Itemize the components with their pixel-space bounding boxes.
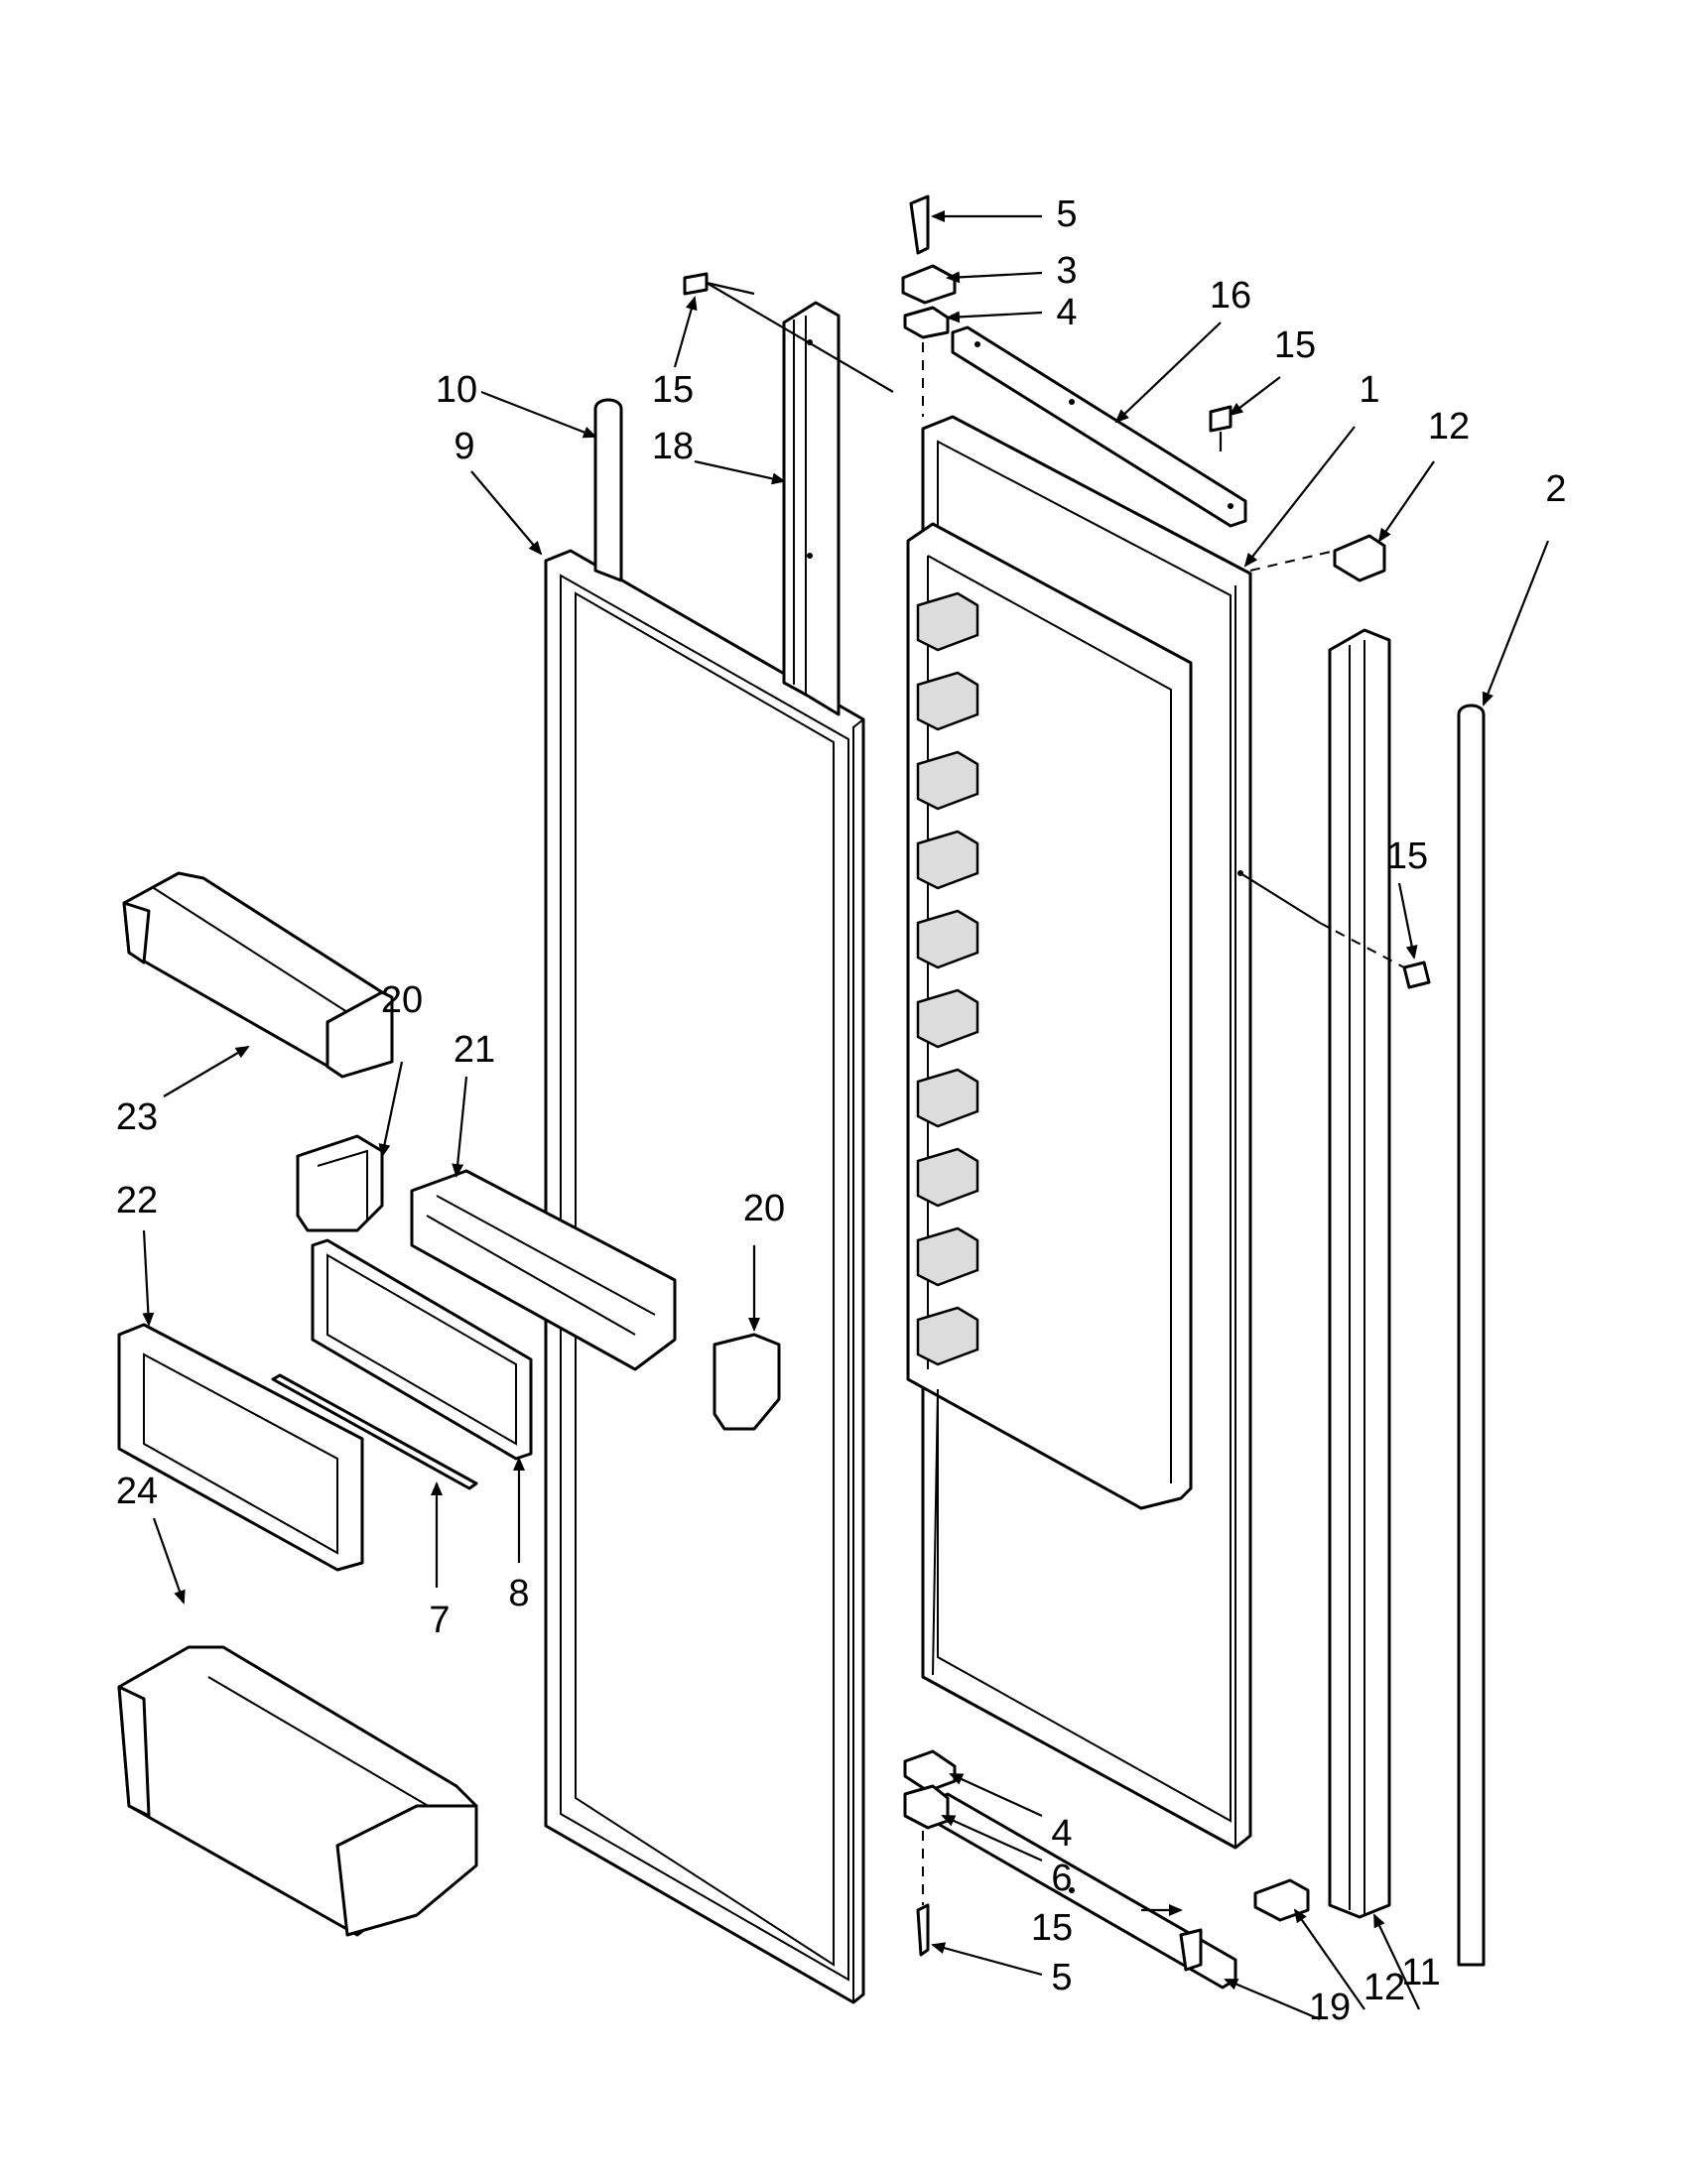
callout-22: 22 xyxy=(116,1180,158,1221)
callout-9: 9 xyxy=(454,426,474,467)
callout-11: 11 xyxy=(1401,1952,1440,1993)
door-liner-part xyxy=(906,415,1252,1850)
callout-3: 3 xyxy=(1056,250,1077,292)
callout-15-top-right: 15 xyxy=(1274,324,1316,366)
callout-20-right: 20 xyxy=(743,1188,785,1229)
side-strip-part xyxy=(1457,704,1486,1967)
callout-4-bottom: 4 xyxy=(1051,1813,1072,1855)
callout-6: 6 xyxy=(1051,1858,1072,1899)
top-channel-part xyxy=(951,325,1247,528)
hinge-cover-top-part xyxy=(1333,534,1386,582)
bin-support-left-part xyxy=(296,1134,384,1232)
hinge-cover-bottom-part xyxy=(1253,1878,1310,1922)
bottom-hinge-assembly xyxy=(903,1749,957,1957)
callout-2: 2 xyxy=(1545,468,1566,510)
door-bin-lower-part xyxy=(117,1645,478,1937)
callout-1: 1 xyxy=(1359,369,1379,411)
callout-15-top-left: 15 xyxy=(652,369,694,411)
callout-23: 23 xyxy=(116,1096,158,1138)
callout-7: 7 xyxy=(429,1600,450,1641)
callout-labels: 5 3 4 16 15 15 1 12 2 10 9 18 15 20 21 2… xyxy=(116,193,1567,2028)
callout-5-top: 5 xyxy=(1056,193,1077,235)
callout-10: 10 xyxy=(436,369,477,411)
door-trim-part xyxy=(593,398,623,582)
screw-parts xyxy=(683,272,1431,1972)
door-gasket-part xyxy=(544,549,865,2004)
callout-21: 21 xyxy=(454,1029,495,1071)
callout-20-left: 20 xyxy=(381,979,423,1021)
dairy-compartment-part xyxy=(410,1169,677,1371)
leader-lines xyxy=(142,210,1550,2021)
callout-16: 16 xyxy=(1210,275,1251,317)
bin-support-right-part xyxy=(713,1333,781,1431)
callout-4-top: 4 xyxy=(1056,292,1077,333)
callout-8: 8 xyxy=(508,1573,529,1614)
callout-12-bottom: 12 xyxy=(1363,1967,1405,2008)
callout-18: 18 xyxy=(652,426,694,467)
callout-24: 24 xyxy=(116,1471,158,1512)
callout-5-bottom: 5 xyxy=(1051,1957,1072,1998)
shelf-bracket-ribs xyxy=(916,591,979,1366)
callout-15-side: 15 xyxy=(1386,835,1428,877)
callout-12-top: 12 xyxy=(1428,406,1470,448)
callout-15-bottom: 15 xyxy=(1031,1907,1073,1949)
side-trim-part xyxy=(1328,628,1391,1919)
dairy-door-part xyxy=(117,1323,364,1572)
dairy-door-frame-part xyxy=(311,1238,533,1461)
hinge-pin-part xyxy=(271,1373,478,1490)
top-hinge-assembly xyxy=(901,194,957,417)
door-side-trim-part xyxy=(782,301,841,716)
callout-19: 19 xyxy=(1309,1987,1351,2028)
door-bin-upper-part xyxy=(122,871,394,1079)
